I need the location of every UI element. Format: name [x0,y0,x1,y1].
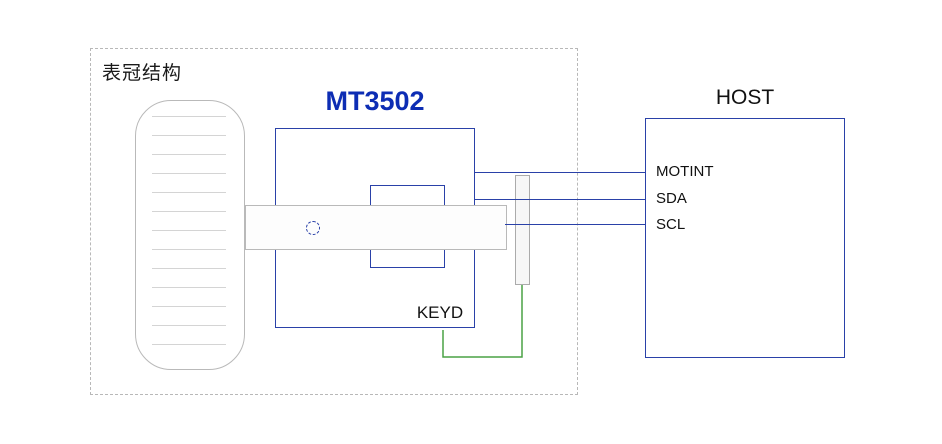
crown-knurl-shape [135,100,245,370]
chip-title: MT3502 [325,86,425,116]
host-pin-motint: MOTINT [656,163,714,180]
wire-scl [505,224,645,225]
crown-structure-label: 表冠结构 [102,63,183,84]
crown-ridges [152,116,226,354]
fpc-connector [515,175,530,285]
host-title: HOST [715,86,775,109]
wire-sda [475,199,645,200]
crown-structure-group-box [90,48,578,395]
crown-shaft [245,205,507,250]
host-outline-box [645,118,845,358]
shaft-axis-marker [306,221,320,235]
wire-motint [475,172,645,173]
host-pin-scl: SCL [656,216,686,233]
keyd-pin-label: KEYD [416,303,464,322]
host-pin-sda: SDA [656,190,687,207]
